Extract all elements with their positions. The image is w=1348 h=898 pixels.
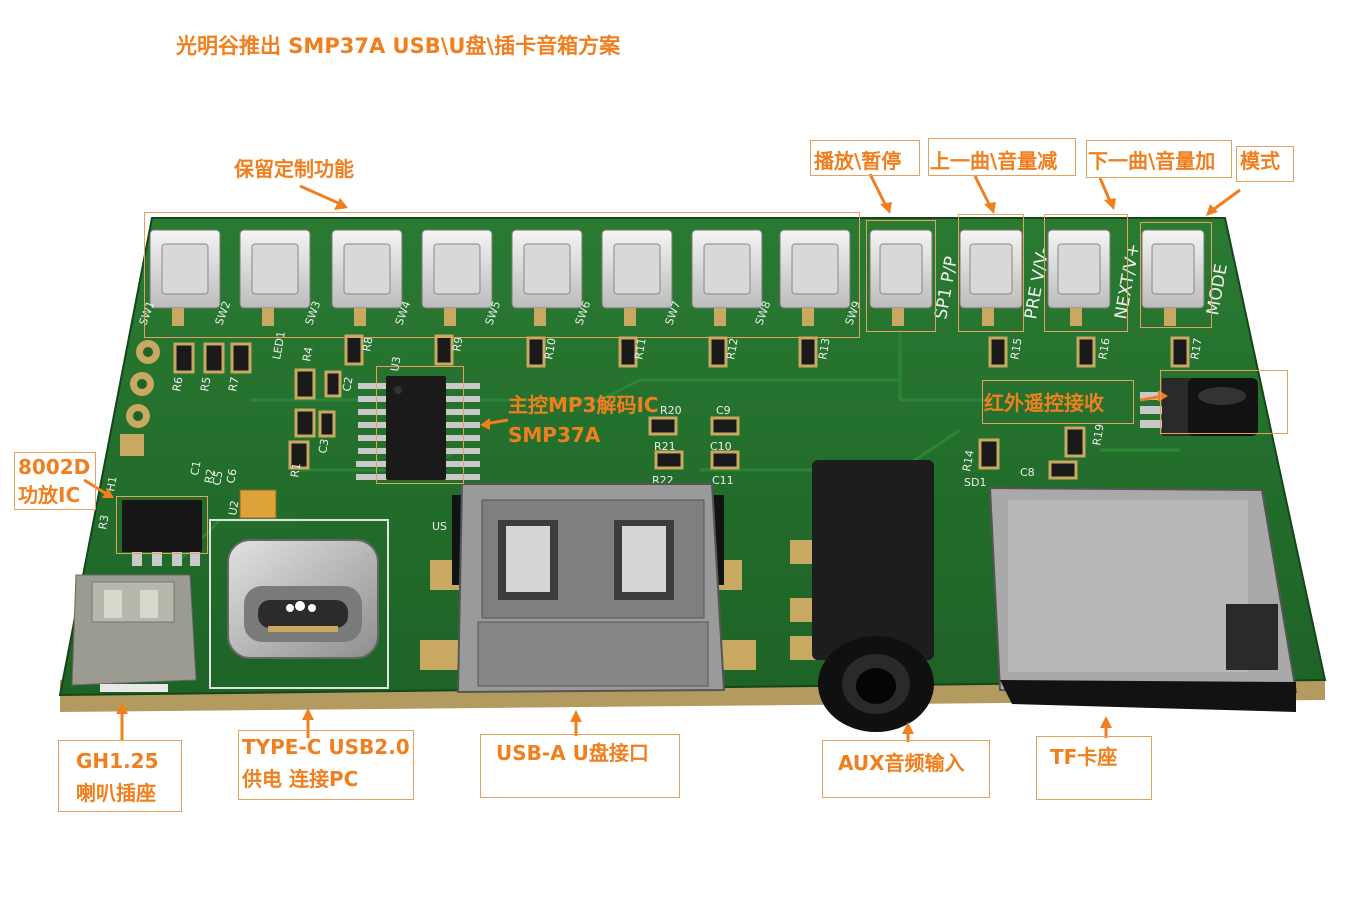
ir-label-box xyxy=(982,380,1134,424)
ir-label: 红外遥控接收 xyxy=(984,391,1104,415)
tf-label-box xyxy=(1036,736,1152,800)
silk-sd1: SD1 xyxy=(964,476,986,489)
tact-switches xyxy=(149,229,1205,326)
silk-r1: R1 xyxy=(288,462,303,479)
silk-r17: R17 xyxy=(1188,337,1205,361)
amp-label-line1: 8002D xyxy=(18,455,91,479)
next-label: 下一曲\音量加 xyxy=(1088,149,1216,173)
silk-r4: R4 xyxy=(300,346,315,363)
silk-r16: R16 xyxy=(1096,337,1113,361)
silk-u2: U2 xyxy=(226,499,241,516)
header-pads xyxy=(120,340,160,456)
silk-r5: R5 xyxy=(198,376,213,393)
play-button-box xyxy=(866,220,936,332)
gh-label-line2: 喇叭插座 xyxy=(76,781,156,805)
silk-r13: R13 xyxy=(816,337,833,361)
amp-label-line2: 功放IC xyxy=(18,483,81,507)
mcu-label-line2: SMP37A xyxy=(508,423,601,447)
silk-r8: R8 xyxy=(360,336,375,353)
typec-label-line2: 供电 连接PC xyxy=(242,767,359,791)
silk-us: US xyxy=(432,520,447,533)
silk-r6: R6 xyxy=(170,376,185,393)
silk-r10: R10 xyxy=(542,337,559,361)
silk-c5: C5 xyxy=(210,470,225,487)
tf-label: TF卡座 xyxy=(1050,745,1118,769)
page-title: 光明谷推出 SMP37A USB\U盘\插卡音箱方案 xyxy=(176,34,621,58)
mcu-label-line1: 主控MP3解码IC xyxy=(508,393,659,417)
aux-jack xyxy=(790,460,934,732)
usba-connector xyxy=(420,483,756,694)
gh-label-box xyxy=(58,740,182,812)
silk-h1: H1 xyxy=(104,475,119,492)
smd-resistors xyxy=(173,334,1190,480)
mode-button-box xyxy=(1140,222,1212,328)
silk-r19: R19 xyxy=(1090,423,1107,447)
prev-button-box xyxy=(958,214,1024,332)
tf-card-socket xyxy=(988,486,1298,712)
silk-r11: R11 xyxy=(632,337,649,361)
silk-r20: R20 xyxy=(660,404,682,417)
silk-u3: U3 xyxy=(388,355,403,372)
play-label: 播放\暂停 xyxy=(814,149,902,173)
prev-label-box xyxy=(928,138,1076,176)
amp-label-box xyxy=(14,452,96,510)
silk-r9: R9 xyxy=(450,336,465,353)
usba-label: USB-A U盘接口 xyxy=(496,741,649,765)
ir-box xyxy=(1160,370,1288,434)
typec-label-box xyxy=(238,730,414,800)
silk-c9: C9 xyxy=(716,404,731,417)
silk-r3: R3 xyxy=(96,514,111,531)
play-label-box xyxy=(810,140,920,176)
mode-label: 模式 xyxy=(1240,149,1280,173)
silk-c2: C2 xyxy=(340,376,355,393)
aux-label-box xyxy=(822,740,990,798)
reserved-label: 保留定制功能 xyxy=(234,157,354,181)
reserved-buttons-box xyxy=(144,212,860,338)
next-label-box xyxy=(1086,140,1232,178)
silk-r12: R12 xyxy=(724,337,741,361)
amp-ic xyxy=(122,500,202,566)
mode-label-box xyxy=(1236,146,1294,182)
gh125-connector xyxy=(71,574,197,692)
amp-box xyxy=(116,496,208,554)
silk-c10: C10 xyxy=(710,440,732,453)
silk-c11: C11 xyxy=(712,474,734,487)
mcu-box xyxy=(376,366,464,484)
silk-r2: R2 xyxy=(202,468,217,485)
silk-c3: C3 xyxy=(316,438,331,455)
typec-connector xyxy=(209,519,389,689)
typec-label-line1: TYPE-C USB2.0 xyxy=(242,735,410,759)
aux-label: AUX音频输入 xyxy=(838,751,965,775)
gh-label-line1: GH1.25 xyxy=(76,749,159,773)
silk-c6: C6 xyxy=(224,468,239,485)
ir-receiver xyxy=(1140,378,1258,436)
usba-label-box xyxy=(480,734,680,798)
prev-label: 上一曲\音量减 xyxy=(930,149,1058,173)
silk-c1: C1 xyxy=(188,460,203,477)
silk-r21: R21 xyxy=(654,440,676,453)
silk-r14: R14 xyxy=(960,449,977,473)
smp37a-ic xyxy=(356,376,480,480)
callout-arrows xyxy=(83,173,1241,742)
next-button-box xyxy=(1044,214,1128,332)
silk-r15: R15 xyxy=(1008,337,1025,361)
silk-r7: R7 xyxy=(226,376,241,393)
silk-c8: C8 xyxy=(1020,466,1035,479)
